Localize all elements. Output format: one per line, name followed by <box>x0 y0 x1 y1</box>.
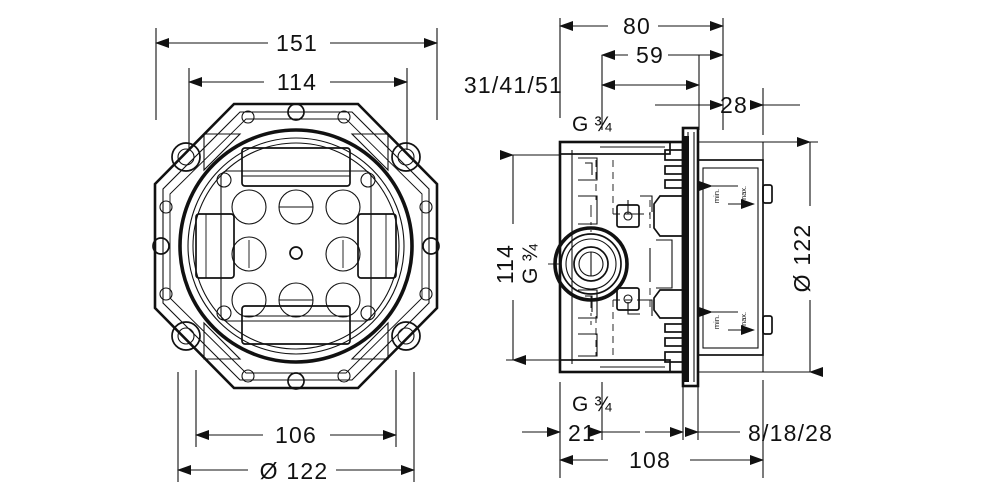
inner-face-plate <box>195 147 397 345</box>
body-outer-circle <box>178 128 414 364</box>
corner-mounting-tabs <box>152 103 440 390</box>
lug-upper <box>616 204 640 228</box>
dimension-diameter-122: Ø 122 <box>177 458 415 484</box>
adjust-range-upper: min. max. <box>699 181 755 209</box>
dimension-diameter-122-label: Ø 122 <box>260 458 329 484</box>
dimension-106: 106 <box>195 422 397 448</box>
dimension-diameter-122-vertical: Ø 122 <box>789 137 823 377</box>
front-view: 151 114 106 Ø 122 <box>152 28 440 484</box>
dimension-151: 151 <box>155 30 438 56</box>
dimension-59: 59 <box>601 42 724 68</box>
label-max-lower: max. <box>739 312 748 328</box>
dimension-28: 28 <box>720 92 800 118</box>
thread-label-g34-top: G ¾ <box>572 113 612 136</box>
cartridge-bore <box>553 226 629 302</box>
internal-port-bottom <box>578 289 653 357</box>
flange-wedge-upper <box>653 195 684 237</box>
dimension-114-label: 114 <box>277 69 317 95</box>
thread-label-g34-bottom: G ¾ <box>572 393 612 416</box>
valve-body-section <box>548 140 685 374</box>
lug-lower <box>616 287 640 311</box>
flange-ribs <box>664 149 684 363</box>
cover-clip-lower <box>762 315 773 335</box>
dimension-28-label: 28 <box>720 92 748 118</box>
dimension-114-vertical-label: 114 <box>492 244 518 284</box>
corner-ribs <box>203 133 389 360</box>
dimension-80-label: 80 <box>623 13 651 39</box>
thread-label-g34-left: G ¾ <box>519 244 542 284</box>
dimension-80: 80 <box>559 13 724 39</box>
dimension-31-41-51-label: 31/41/51 <box>464 72 563 98</box>
dimension-59-label: 59 <box>636 42 664 68</box>
dimension-8-18-28: 8/18/28 <box>645 420 833 446</box>
centre-lines <box>548 205 592 325</box>
dimension-31-41-51: 31/41/51 <box>464 72 724 110</box>
dimension-21-label: 21 <box>568 420 596 446</box>
flange-wedge-lower <box>653 289 684 319</box>
plaster-guard-cover: min. max. min. max. <box>697 141 773 373</box>
label-min-lower: min. <box>712 315 721 329</box>
dimension-108: 108 <box>559 447 764 473</box>
dimension-114: 114 <box>188 69 408 95</box>
dimension-151-label: 151 <box>276 30 318 56</box>
dimension-108-label: 108 <box>629 447 671 473</box>
octagonal-mounting-plate <box>153 102 439 390</box>
face-hole-grid <box>231 189 361 318</box>
dimension-diameter-122-vertical-label: Ø 122 <box>789 224 815 293</box>
dimension-114-vertical: 114 <box>492 150 526 365</box>
cover-clip-upper <box>762 184 773 204</box>
dimension-8-18-28-label: 8/18/28 <box>748 420 833 446</box>
adjust-range-lower: min. max. <box>699 307 755 335</box>
dimension-106-label: 106 <box>275 422 317 448</box>
label-max-upper: max. <box>739 186 748 202</box>
label-min-upper: min. <box>712 189 721 203</box>
side-section-view: min. max. min. max. 80 59 31 <box>464 13 833 478</box>
dimension-21: 21 <box>522 420 640 446</box>
